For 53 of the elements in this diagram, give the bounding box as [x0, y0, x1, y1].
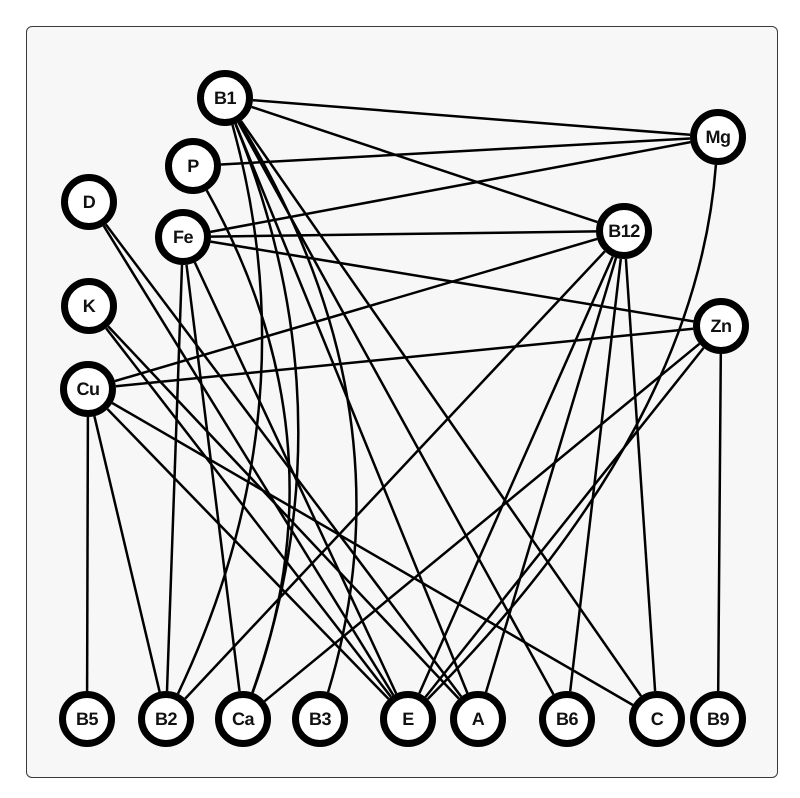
node-label: C: [650, 710, 664, 728]
connector-line: [220, 137, 690, 166]
connector-line: [104, 224, 462, 698]
connector-line: [240, 120, 642, 697]
node-label: E: [402, 710, 414, 728]
connector-line: [426, 164, 718, 700]
connector-line: [424, 347, 705, 698]
connector-line: [106, 408, 390, 700]
connector-line: [234, 123, 469, 694]
node-label: A: [472, 710, 484, 728]
connector-line: [716, 354, 722, 691]
connector-line: [568, 258, 622, 692]
connector-line: [210, 230, 596, 238]
node-label: Ca: [232, 710, 254, 728]
connector-line: [93, 416, 161, 692]
connector-line: [418, 256, 614, 694]
connector-line: [210, 240, 694, 323]
connector-line: [234, 124, 300, 693]
connector-line: [237, 122, 555, 696]
connector-line: [210, 140, 691, 234]
connector-line: [102, 225, 394, 696]
node-label: B1: [214, 89, 236, 107]
connector-line: [194, 262, 398, 694]
connector-line: [176, 124, 264, 694]
connector-line: [251, 106, 598, 224]
connector-line: [107, 326, 460, 700]
connector-line: [238, 121, 358, 693]
node-label: K: [82, 297, 96, 315]
node-label: Fe: [172, 228, 193, 246]
node-label: D: [82, 193, 96, 211]
connector-line: [86, 417, 90, 691]
node-label: B6: [556, 710, 578, 728]
node-label: B9: [706, 710, 729, 728]
connector-line: [624, 258, 656, 692]
node-label: B3: [308, 710, 331, 728]
connector-line: [264, 342, 700, 702]
connector-line: [112, 402, 634, 706]
node-label: B12: [608, 222, 640, 240]
node-label: P: [187, 157, 199, 175]
connector-line: [116, 328, 694, 388]
connector-line: [166, 264, 184, 692]
connector-line: [206, 190, 291, 694]
connector-line: [484, 257, 618, 693]
node-label: B5: [76, 710, 98, 728]
node-label: Mg: [706, 128, 730, 146]
node-label: Cu: [76, 380, 100, 398]
node-label: B2: [154, 710, 177, 728]
connector-line: [252, 98, 690, 136]
connector-line: [184, 250, 606, 700]
connector-line: [105, 327, 392, 698]
node-label: Zn: [710, 317, 732, 335]
connector-line: [114, 238, 598, 382]
connector-line: [185, 264, 241, 692]
